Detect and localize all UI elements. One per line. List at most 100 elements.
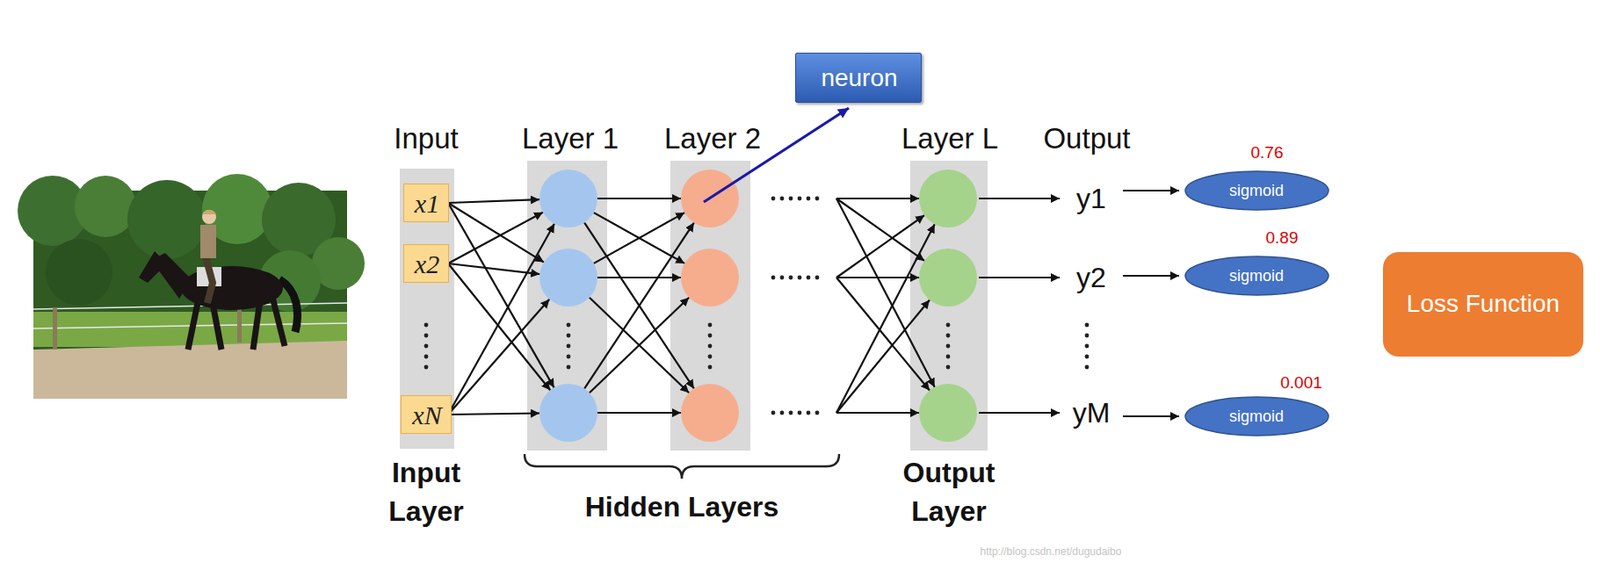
arrow-line xyxy=(978,276,1060,279)
ellipsis-dot xyxy=(1085,365,1090,370)
watermark: http://blog.csdn.net/dugudaibo xyxy=(980,545,1123,558)
ellipsis-dot xyxy=(1085,323,1090,328)
input-box: x1 xyxy=(403,183,449,224)
arrow-line xyxy=(597,276,681,279)
arrow-line xyxy=(836,277,930,391)
ellipsis-dot xyxy=(806,275,811,281)
layer-band xyxy=(527,160,608,451)
arrow-line xyxy=(589,297,689,393)
horse-photo xyxy=(17,173,365,399)
ellipsis-dot xyxy=(815,275,820,281)
layer-caption: Output Layer xyxy=(892,453,1006,531)
arrow-line xyxy=(448,199,540,203)
ellipsis-dot xyxy=(797,196,803,202)
node-text: x1 xyxy=(414,188,440,220)
column-heading: Layer L xyxy=(901,121,999,157)
arrow-line xyxy=(448,202,544,263)
node-text: Loss Function xyxy=(1406,289,1560,319)
probability-value: 0.76 xyxy=(1251,143,1284,164)
ellipsis-dot xyxy=(946,344,951,349)
neuron-circle xyxy=(539,169,598,228)
probability-value: 0.001 xyxy=(1280,373,1323,394)
ellipsis-dot xyxy=(780,275,785,281)
ellipsis-dot xyxy=(780,411,785,416)
sigmoid-ellipse: sigmoid xyxy=(1184,396,1330,437)
arrow-line xyxy=(836,299,930,413)
ellipsis-dot xyxy=(566,333,572,339)
layer-caption: Hidden Layers xyxy=(585,490,780,524)
layer-band xyxy=(910,160,988,451)
input-box: xN xyxy=(400,395,451,435)
probability-value: 0.89 xyxy=(1266,228,1299,249)
ellipse-shape xyxy=(1185,171,1329,210)
callout-box: neuron xyxy=(795,52,922,103)
brace xyxy=(524,454,840,479)
ellipsis-dot xyxy=(797,411,803,416)
output-symbol: y2 xyxy=(1076,260,1107,295)
ellipsis-dot xyxy=(566,354,572,360)
layer-caption: Input Layer xyxy=(376,453,476,531)
arrow-line xyxy=(836,197,920,200)
ellipsis-dot xyxy=(946,354,951,360)
output-symbol: y1 xyxy=(1076,181,1107,216)
ellipsis-dot xyxy=(806,196,811,202)
arrow-line xyxy=(584,223,695,390)
arrow-line xyxy=(836,198,925,261)
ellipsis-dot xyxy=(946,333,951,339)
ellipsis-dot xyxy=(815,411,820,416)
arrow-line xyxy=(584,223,695,390)
neuron-circle xyxy=(680,383,739,442)
ellipsis-dot xyxy=(1085,333,1090,339)
neuron-circle xyxy=(680,248,739,307)
arrow-line xyxy=(597,412,681,414)
arrow-line xyxy=(978,197,1060,200)
ellipsis-dot xyxy=(708,323,713,328)
ellipsis-dot xyxy=(771,411,776,416)
loss-box: Loss Function xyxy=(1382,252,1584,357)
ellipsis-dot xyxy=(708,344,713,349)
sigmoid-ellipse: sigmoid xyxy=(1184,170,1330,211)
node-text: neuron xyxy=(820,64,898,93)
arrow-line xyxy=(978,412,1060,414)
ellipsis-dot xyxy=(1085,354,1090,360)
arrow-line xyxy=(836,412,920,414)
ellipse-shape xyxy=(1185,397,1329,436)
ellipsis-dot xyxy=(424,344,429,349)
ellipsis-dot xyxy=(780,196,785,202)
ellipsis-dot xyxy=(424,323,429,328)
arrow-line xyxy=(836,198,935,388)
layer-bands xyxy=(399,160,988,451)
leader-line xyxy=(703,108,849,203)
arrow-line xyxy=(1122,275,1180,277)
input-box: x2 xyxy=(403,244,449,284)
neuron-circle xyxy=(539,383,598,442)
column-heading: Layer 2 xyxy=(664,121,761,157)
arrow-line xyxy=(589,297,689,393)
column-heading: Output xyxy=(1042,121,1130,157)
ellipsis-dot xyxy=(771,196,776,202)
ellipsis-dot xyxy=(708,333,713,339)
arrow-line xyxy=(448,224,555,415)
sigmoid-ellipse: sigmoid xyxy=(1184,255,1330,297)
ellipsis-dot xyxy=(1085,344,1090,349)
input-band xyxy=(399,168,455,449)
arrow-line xyxy=(448,202,555,388)
node-text: x2 xyxy=(414,249,440,281)
arrow-line xyxy=(448,412,540,415)
column-heading: Input xyxy=(393,121,458,157)
neuron-circle xyxy=(539,248,598,307)
network xyxy=(424,108,1180,442)
ellipse-shape xyxy=(1185,256,1329,296)
ellipsis-dot xyxy=(424,365,429,370)
arrow-line xyxy=(448,299,550,415)
output-symbol: yM xyxy=(1072,396,1111,430)
ellipsis-dot xyxy=(566,365,572,370)
node-text: sigmoid xyxy=(1229,267,1284,286)
ellipsis-dot xyxy=(424,354,429,360)
neuron-circle xyxy=(919,169,978,228)
node-text: xN xyxy=(412,400,442,432)
neuron-circle xyxy=(919,383,978,442)
ellipsis-dot xyxy=(771,275,776,281)
column-heading: Layer 1 xyxy=(521,121,619,157)
